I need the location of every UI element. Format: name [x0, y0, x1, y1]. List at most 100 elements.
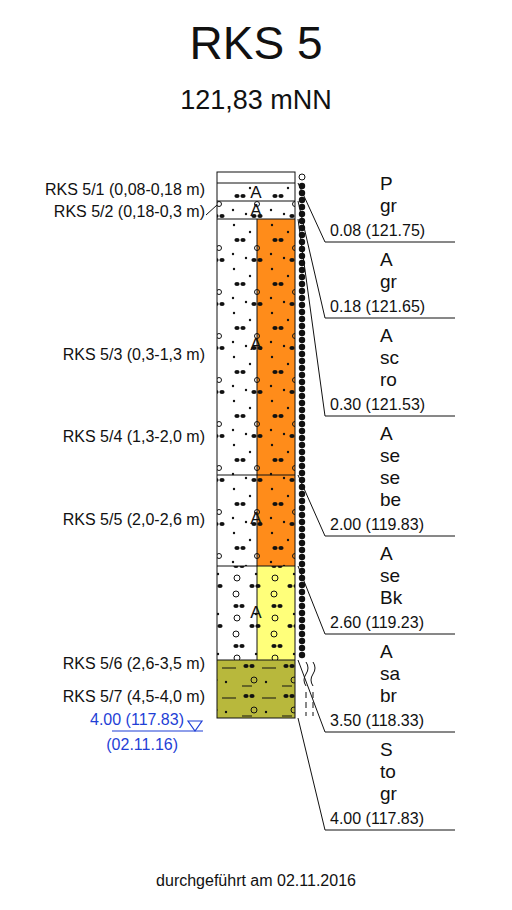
drawing-stroke — [299, 449, 305, 455]
layer-description: se — [380, 566, 400, 587]
sample-label: RKS 5/2 (0,18-0,3 m) — [54, 203, 205, 221]
drawing-stroke — [299, 421, 305, 427]
drawing-stroke — [299, 386, 305, 392]
drawing-stroke — [299, 393, 305, 399]
layer-description: ro — [380, 370, 397, 391]
drawing-stroke — [311, 662, 315, 686]
sample-label: RKS 5/5 (2,0-2,6 m) — [63, 511, 205, 529]
drawing-stroke — [299, 533, 305, 539]
drawing-stroke — [299, 253, 305, 259]
drawing-stroke — [299, 239, 305, 245]
drawing-stroke — [257, 219, 258, 660]
drawing-stroke — [299, 414, 305, 420]
sample-label: RKS 5/4 (1,3-2,0 m) — [63, 428, 205, 446]
drawing-stroke — [299, 435, 305, 441]
drawing-stroke — [299, 617, 305, 623]
drawing-stroke — [299, 407, 305, 413]
drawing-stroke — [299, 174, 305, 180]
soil-symbols — [217, 660, 295, 718]
layer-description: A — [380, 642, 393, 663]
drawing-stroke — [299, 463, 305, 469]
soil-code: A — [250, 202, 261, 221]
depth-label: 0.08 (121.75) — [330, 222, 425, 240]
drawing-stroke — [299, 295, 305, 301]
soil-symbols — [217, 219, 295, 566]
drawing-stroke — [299, 323, 305, 329]
drawing-stroke — [188, 721, 202, 731]
soil-symbols — [217, 566, 295, 660]
sample-label: RKS 5/1 (0,08-0,18 m) — [45, 181, 205, 199]
drawing-stroke — [299, 603, 305, 609]
sample-label: RKS 5/3 (0,3-1,3 m) — [63, 346, 205, 364]
drawing-stroke — [299, 358, 305, 364]
drawing-stroke — [299, 512, 305, 518]
drawing-stroke — [299, 274, 305, 280]
water-date-label: (02.11.16) — [106, 736, 178, 754]
layer-description: gr — [380, 784, 397, 805]
drawing-stroke — [299, 309, 305, 315]
layer-description: A — [380, 250, 393, 271]
layer-description: S — [380, 740, 393, 761]
layer-description: gr — [380, 272, 397, 293]
layer-description: br — [380, 686, 397, 707]
drawing-stroke — [313, 692, 314, 716]
log-title: RKS 5 — [190, 18, 323, 69]
drawing-stroke — [217, 475, 295, 476]
drawing-stroke — [299, 379, 305, 385]
soil-code: A — [250, 184, 261, 203]
drawing-stroke — [299, 281, 305, 287]
drawing-stroke — [299, 589, 305, 595]
depth-label: 3.50 (118.33) — [330, 712, 424, 730]
drawing-stroke — [298, 475, 455, 536]
silt-fill — [217, 660, 295, 718]
core-loss-marks — [304, 662, 315, 716]
drawing-stroke — [306, 692, 307, 716]
drawing-stroke — [298, 566, 455, 634]
sample-leader — [206, 205, 217, 215]
drawing-stroke — [299, 540, 305, 546]
drawing-stroke — [299, 372, 305, 378]
column-ground — [217, 172, 295, 718]
depth-label: 0.18 (121.65) — [330, 298, 425, 316]
layer-description: se — [380, 468, 400, 489]
drawing-stroke — [299, 526, 305, 532]
drawing-stroke — [299, 624, 305, 630]
drawing-stroke — [298, 183, 455, 242]
drawing-stroke — [299, 554, 305, 560]
drawing-stroke — [299, 652, 305, 658]
layer-description: P — [380, 174, 393, 195]
depth-label: 0.30 (121.53) — [330, 396, 425, 414]
drawing-stroke — [299, 610, 305, 616]
drawing-stroke — [299, 491, 305, 497]
soil-code: A — [250, 510, 261, 529]
drawing-stroke — [217, 172, 295, 718]
drawing-stroke — [299, 505, 305, 511]
drawing-stroke — [112, 730, 203, 731]
drawing-stroke — [299, 337, 305, 343]
layer-description: gr — [380, 196, 397, 217]
drawing-stroke — [299, 351, 305, 357]
layer-description: Bk — [380, 588, 402, 609]
sample-label: RKS 5/6 (2,6-3,5 m) — [63, 655, 205, 673]
layer-description: sa — [380, 664, 400, 685]
log-caption: durchgeführt am 02.11.2016 — [156, 872, 356, 890]
drawing-stroke — [217, 660, 295, 661]
drawing-stroke — [299, 330, 305, 336]
drawing-stroke — [299, 638, 305, 644]
depth-label: 2.00 (119.83) — [330, 516, 424, 534]
depth-leaders — [298, 183, 455, 830]
drawing-stroke — [299, 498, 305, 504]
layer-description: to — [380, 762, 396, 783]
depth-label: 4.00 (117.83) — [330, 810, 424, 828]
drawing-stroke — [299, 631, 305, 637]
sample-label: RKS 5/7 (4,5-4,0 m) — [63, 688, 205, 706]
drawing-stroke — [299, 316, 305, 322]
drawing-stroke — [299, 596, 305, 602]
layer-description: se — [380, 446, 400, 467]
drawing-stroke — [299, 302, 305, 308]
drawing-stroke — [299, 428, 305, 434]
drawing-stroke — [217, 566, 295, 567]
drawing-stroke — [299, 365, 305, 371]
layer-description: be — [380, 490, 401, 511]
